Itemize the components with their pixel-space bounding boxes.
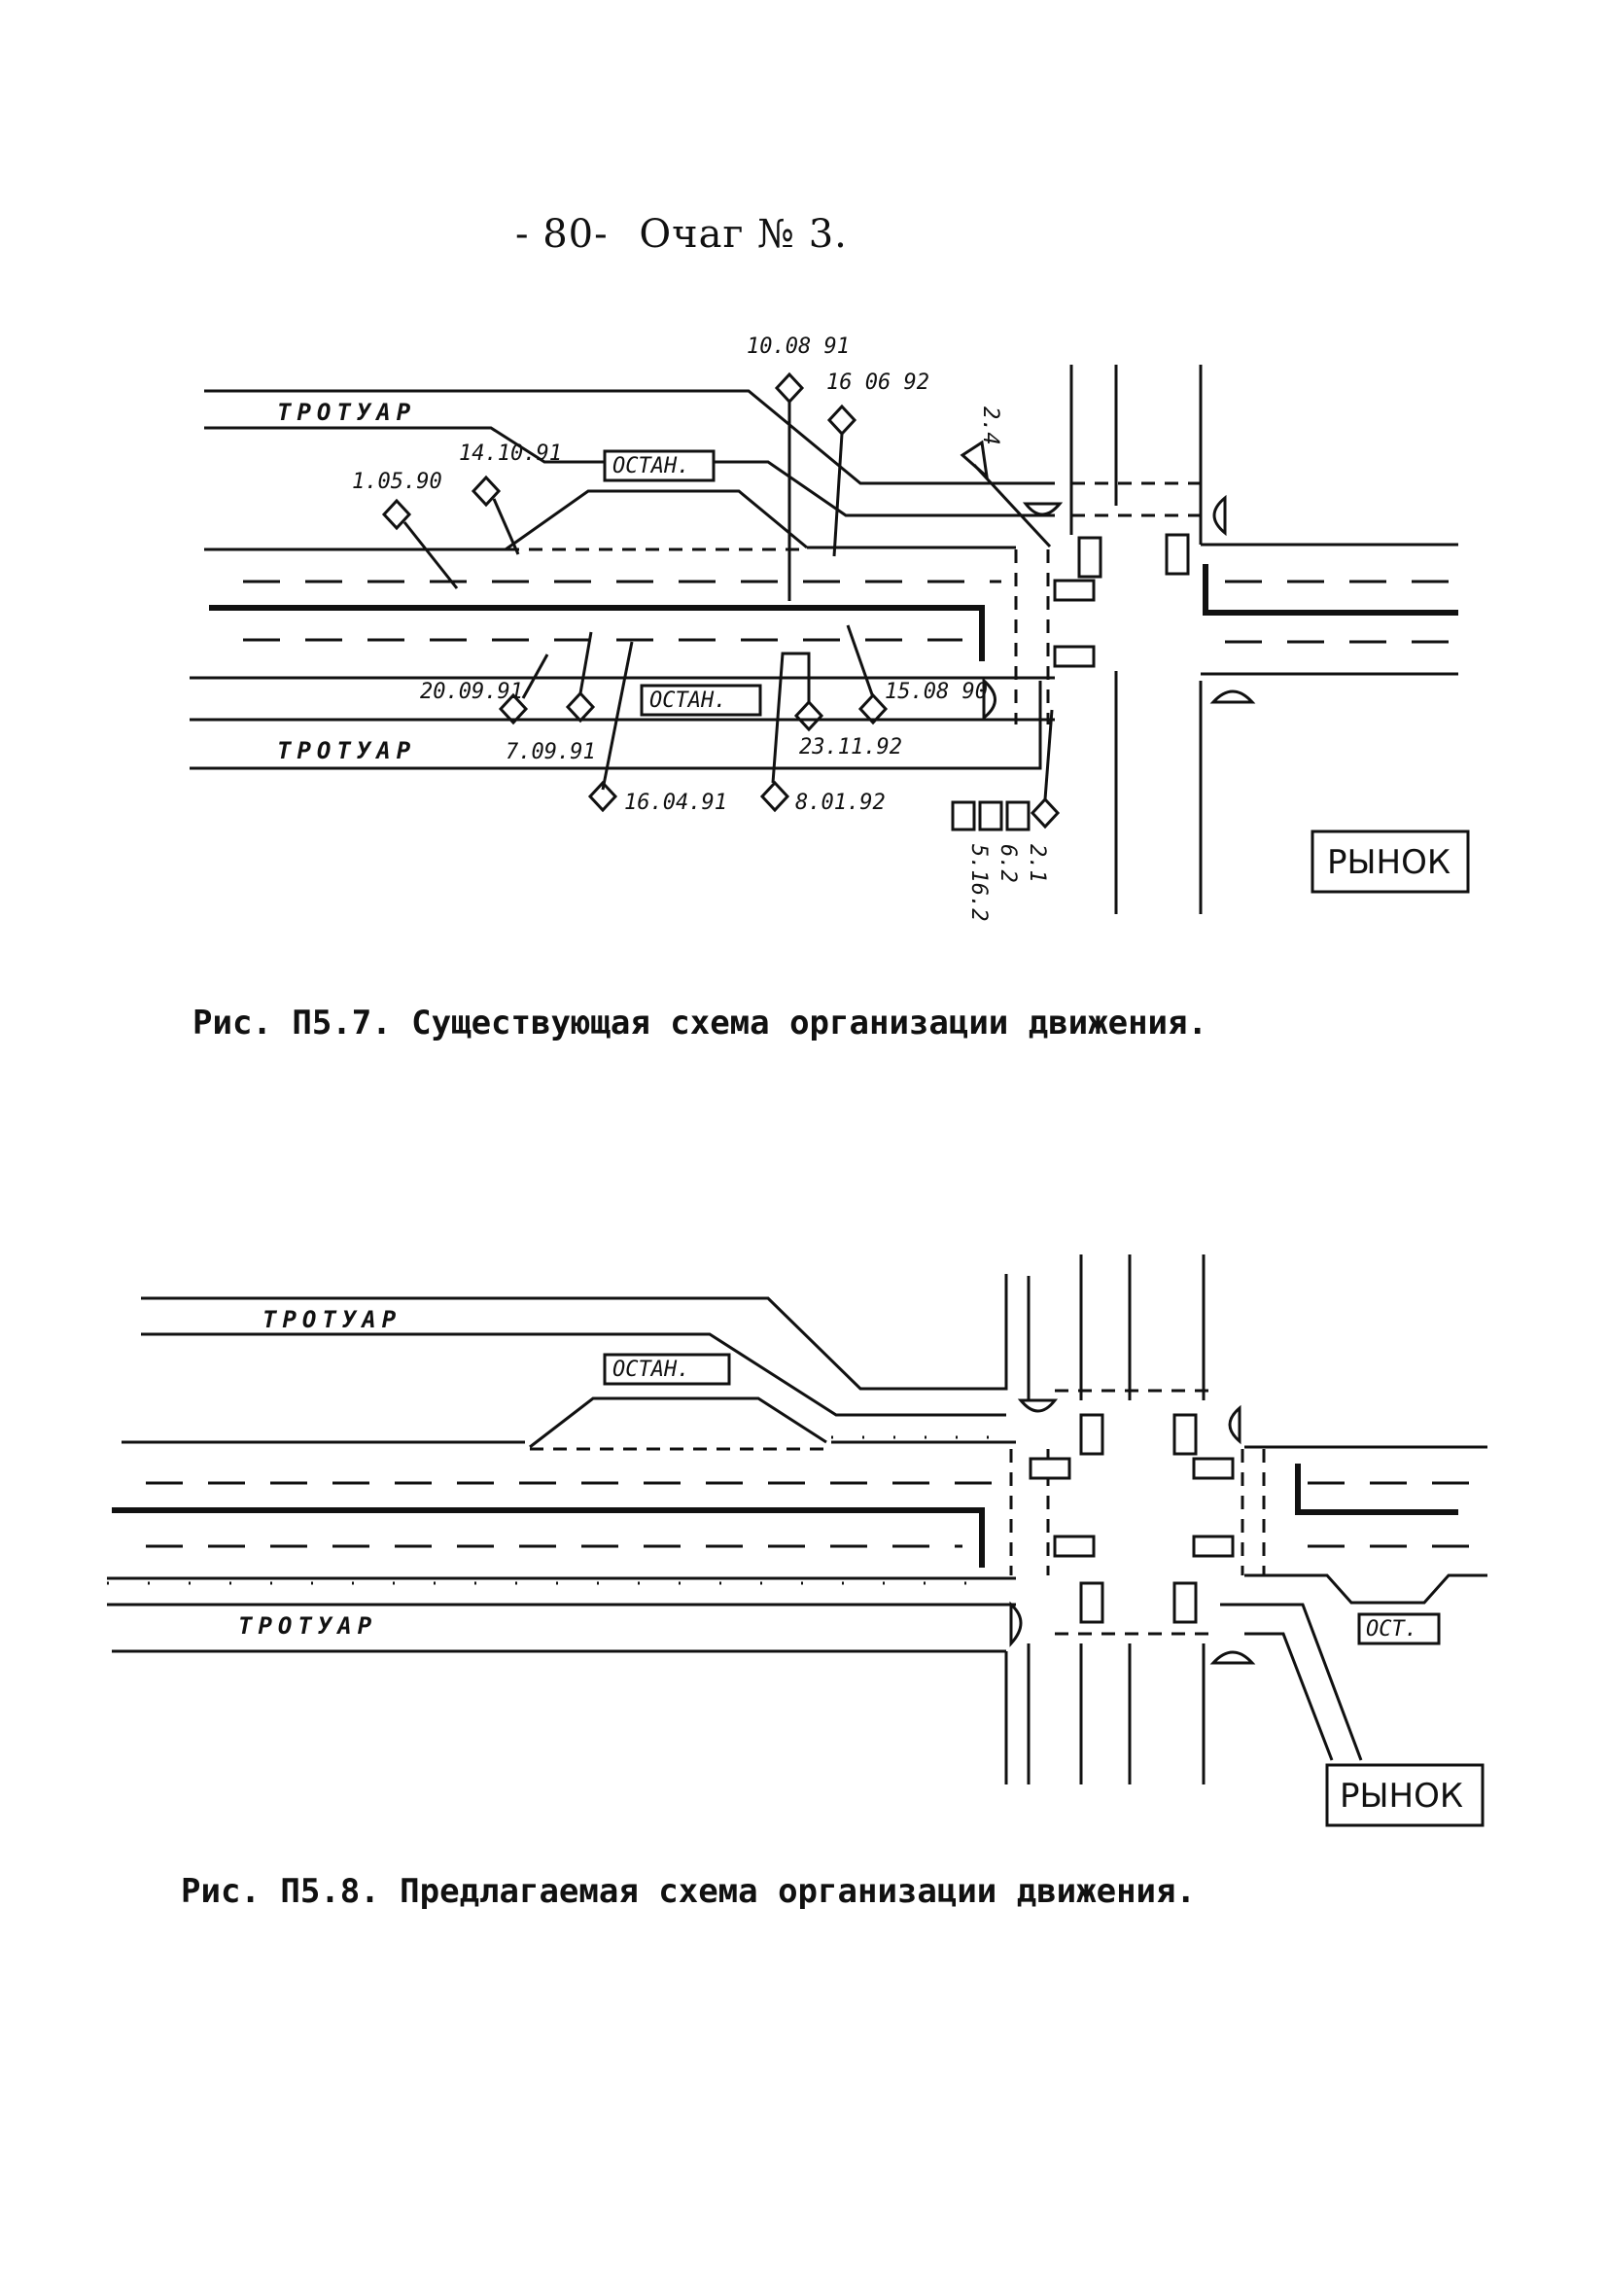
top-sidewalk-edge — [204, 389, 1055, 485]
figure-2-caption: Рис. П5.8. Предлагаемая схема организаци… — [181, 1872, 1196, 1911]
sign-label: 6.2 — [996, 844, 1020, 883]
date-label: 16.04.91 — [624, 791, 727, 815]
sidewalk-label-top: ТРОТУАР — [262, 1306, 402, 1333]
top-sidewalk-curb — [141, 1332, 1006, 1417]
bus-stop-sign-bottom — [640, 684, 762, 717]
accident-marker-icon — [587, 780, 618, 813]
market-sign-2 — [1325, 1763, 1485, 1827]
date-label: 10.08 91 — [747, 335, 850, 359]
traffic-light-1 — [1077, 536, 1102, 579]
bus-stop-label-bottom: ОСТАН. — [649, 689, 726, 713]
leader-line — [771, 652, 811, 784]
sidewalk-label-top: ТРОТУАР — [277, 399, 416, 426]
date-label: 8.01.92 — [795, 791, 886, 815]
sign-plate — [951, 800, 976, 831]
date-label: 20.09.91 — [420, 680, 523, 704]
leader-line — [1043, 709, 1054, 800]
sign-pole-triangle — [960, 440, 990, 480]
sign-label: 2.4 — [978, 406, 1002, 445]
leader-line — [402, 521, 459, 589]
pedestrian-light — [1228, 1404, 1241, 1445]
sidewalk-label-bottom: ТРОТУАР — [277, 737, 416, 764]
sign-plate — [978, 800, 1003, 831]
traffic-light — [1079, 1413, 1104, 1456]
traffic-light — [1053, 1535, 1096, 1558]
figure-1-existing-scheme: 10.08 91 16 06 92 14.10.91 1.05.90 20.09… — [190, 335, 1470, 921]
date-label: 23.11.92 — [799, 735, 902, 759]
date-label: 15.08 90 — [885, 680, 988, 704]
date-label: 14.10.91 — [459, 442, 562, 466]
accident-marker-icon — [826, 404, 857, 437]
traffic-light-3 — [1165, 533, 1190, 576]
bus-stop-label-right: ОСТ. — [1366, 1617, 1417, 1642]
pedestrian-light-3 — [982, 677, 996, 722]
market-sign-1 — [1311, 830, 1470, 894]
pedestrian-light-2 — [1212, 494, 1227, 537]
traffic-light-2 — [1053, 579, 1096, 602]
bus-stop-sign-top — [603, 1353, 731, 1386]
sign-plate — [1005, 800, 1031, 831]
accident-marker-icon — [381, 498, 412, 531]
page-number: - 80- — [515, 212, 609, 257]
leader-line — [578, 631, 593, 694]
date-label: 7.09.91 — [506, 740, 596, 764]
traffic-light — [1172, 1581, 1198, 1624]
accident-marker-icon — [793, 699, 824, 732]
accident-marker-icon — [498, 692, 529, 725]
leader-line — [846, 624, 875, 698]
sidewalk-label-bottom: ТРОТУАР — [238, 1612, 377, 1640]
right-median — [1203, 564, 1458, 616]
sign-label: 5.16.2 — [966, 844, 991, 921]
top-bus-bay — [529, 1396, 827, 1449]
traffic-light — [1192, 1457, 1235, 1480]
accident-marker-icon — [565, 690, 596, 724]
date-label: 1.05.90 — [352, 470, 442, 494]
traffic-light-4 — [1053, 645, 1096, 668]
bus-stop-label-top: ОСТАН. — [612, 454, 689, 478]
pedestrian-light — [1017, 1398, 1059, 1413]
sign-pole-line — [972, 463, 1052, 548]
figure-2-proposed-scheme: ТРОТУАР ТРОТУАР ОСТАН. ОСТ. РЫНОК — [107, 1254, 1487, 1827]
sign-label: 2.1 — [1025, 844, 1049, 883]
bus-stop-label-top: ОСТАН. — [612, 1358, 689, 1382]
bottom-sidewalk-edge — [190, 681, 1042, 770]
accident-marker-icon — [857, 692, 889, 725]
right-road-bottom — [1244, 1573, 1487, 1605]
leader-line — [521, 653, 549, 699]
pedestrian-light-4 — [1209, 689, 1256, 704]
leader-line — [832, 433, 844, 557]
pedestrian-light — [1209, 1650, 1256, 1665]
market-label-2: РЫНОК — [1340, 1777, 1463, 1816]
accident-marker-icon — [1030, 796, 1061, 830]
median-line — [209, 605, 985, 661]
figure-1-caption: Рис. П5.7. Существующая схема организаци… — [192, 1004, 1207, 1042]
bus-stop-sign-top — [603, 449, 716, 482]
pedestrian-light-1 — [1022, 502, 1064, 516]
page-header: - 80- Очаг № 3. — [515, 212, 848, 257]
top-sidewalk-edge — [141, 1274, 1008, 1391]
right-walk-1 — [1220, 1603, 1363, 1761]
right-median — [1295, 1464, 1458, 1515]
traffic-light — [1172, 1413, 1198, 1456]
traffic-light — [1029, 1457, 1071, 1480]
traffic-light — [1192, 1535, 1235, 1558]
leader-line — [492, 498, 520, 555]
market-label-1: РЫНОК — [1327, 843, 1451, 882]
right-walk-2 — [1244, 1632, 1334, 1761]
median-line — [112, 1507, 985, 1568]
traffic-light — [1079, 1581, 1104, 1624]
leader-line — [601, 641, 634, 791]
date-label: 16 06 92 — [826, 371, 929, 395]
accident-marker-icon — [471, 475, 502, 508]
accident-markers — [381, 371, 1061, 830]
page-title: Очаг № 3. — [639, 212, 848, 257]
accident-marker-icon — [774, 371, 805, 405]
bus-stop-sign-right — [1357, 1612, 1441, 1645]
accident-marker-icon — [759, 780, 790, 813]
pedestrian-light — [1009, 1601, 1023, 1647]
top-bus-bay — [505, 489, 808, 551]
